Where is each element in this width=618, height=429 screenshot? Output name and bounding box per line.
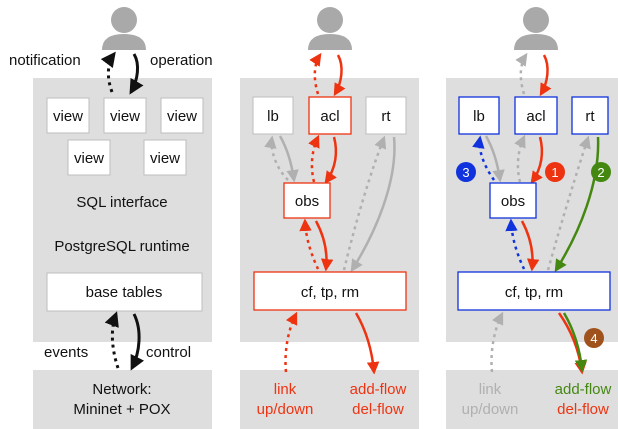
- lb-label: lb: [473, 108, 485, 125]
- badge-2: 2: [591, 162, 611, 182]
- view-box: [143, 139, 187, 176]
- view-label: view: [74, 150, 104, 167]
- rt-label: rt: [585, 108, 595, 125]
- user-icon: [102, 7, 146, 50]
- events-arrow: [104, 311, 120, 369]
- acl-obs-dotted-arrow: [514, 134, 526, 183]
- control-arrow: [130, 313, 145, 371]
- obs-label: obs: [501, 193, 525, 210]
- sql-interface-label: SQL interface: [76, 194, 167, 211]
- lb-box: [458, 96, 500, 135]
- flow-label-line1: add-flow: [555, 381, 612, 398]
- acl-operation-arrow: [333, 54, 346, 97]
- control-label: control: [146, 344, 191, 361]
- obs-core-dotted-arrow: [299, 218, 320, 270]
- view-label: view: [110, 108, 140, 125]
- base-tables-label: base tables: [86, 284, 163, 301]
- link-label-line1: link: [274, 381, 297, 398]
- acl-operation-arrow: [539, 54, 552, 97]
- acl-label: acl: [320, 108, 339, 125]
- acl-notification-arrow: [515, 52, 528, 95]
- rt-box: [365, 96, 407, 135]
- lb-obs-arrow: [484, 135, 505, 183]
- core-box: [253, 271, 407, 311]
- acl-label: acl: [526, 108, 545, 125]
- flow-label-line2: del-flow: [557, 401, 609, 418]
- obs-core-arrow: [520, 220, 540, 272]
- runtime-label: PostgreSQL runtime: [54, 238, 189, 255]
- view-box: [103, 97, 147, 134]
- rt-core-dotted-arrow: [342, 135, 387, 271]
- network-label-line1: Network:: [92, 381, 151, 398]
- obs-box: [283, 182, 331, 219]
- core-rt-arrow: [554, 136, 600, 273]
- svg-text:2: 2: [597, 165, 604, 180]
- acl-box: [308, 96, 352, 135]
- link-updown-arrow: [490, 311, 504, 373]
- rt-core-dotted-arrow: [546, 135, 591, 271]
- panel3-bottom-strip: [446, 370, 618, 429]
- badge-4: 4: [584, 328, 604, 348]
- view-label: view: [150, 150, 180, 167]
- lb-obs-arrow: [278, 135, 299, 183]
- view-label: view: [53, 108, 83, 125]
- core-box: [457, 271, 611, 311]
- core-label: cf, tp, rm: [505, 284, 563, 301]
- operation-label: operation: [150, 52, 213, 69]
- panel2-bottom-strip: [240, 370, 419, 429]
- add-del-flow-arrow: [354, 312, 380, 375]
- link-label-line1: link: [479, 381, 502, 398]
- core-rt-arrow: [350, 136, 396, 273]
- badge-3: 3: [456, 162, 476, 182]
- core-label: cf, tp, rm: [301, 284, 359, 301]
- link-label-line2: up/down: [257, 401, 314, 418]
- acl-obs-arrow: [324, 136, 338, 185]
- view-label: view: [167, 108, 197, 125]
- svg-text:1: 1: [551, 165, 558, 180]
- user-icon: [514, 7, 558, 50]
- acl-obs-arrow: [530, 136, 544, 185]
- svg-text:3: 3: [462, 165, 469, 180]
- svg-text:4: 4: [590, 331, 597, 346]
- flow-label-line2: del-flow: [352, 401, 404, 418]
- lb-label: lb: [267, 108, 279, 125]
- obs-box: [489, 182, 537, 219]
- network-label-line2: Mininet + POX: [73, 401, 170, 418]
- notification-label: notification: [9, 52, 81, 69]
- operation-arrow: [129, 53, 144, 95]
- obs-label: obs: [295, 193, 319, 210]
- lb-box: [252, 96, 294, 135]
- view-box: [67, 139, 111, 176]
- base-tables-box: [46, 272, 203, 312]
- rt-box: [571, 96, 609, 135]
- link-label-line2: up/down: [462, 401, 519, 418]
- view-box: [46, 97, 90, 134]
- link-updown-arrow: [284, 311, 298, 373]
- network-box: [33, 370, 212, 429]
- acl-box: [514, 96, 558, 135]
- lb-obs-dotted-arrow: [264, 135, 289, 181]
- obs-core-dotted-arrow: [505, 218, 526, 270]
- notification-arrow: [100, 51, 116, 93]
- add-del-flow-green-arrow: [562, 312, 588, 373]
- acl-notification-arrow: [309, 52, 322, 95]
- obs-core-arrow: [314, 220, 334, 272]
- badge-1: 1: [545, 162, 565, 182]
- view-box: [160, 97, 204, 134]
- flow-label-line1: add-flow: [350, 381, 407, 398]
- acl-obs-dotted-arrow: [308, 134, 320, 183]
- events-label: events: [44, 344, 88, 361]
- user-icon: [308, 7, 352, 50]
- rt-label: rt: [381, 108, 391, 125]
